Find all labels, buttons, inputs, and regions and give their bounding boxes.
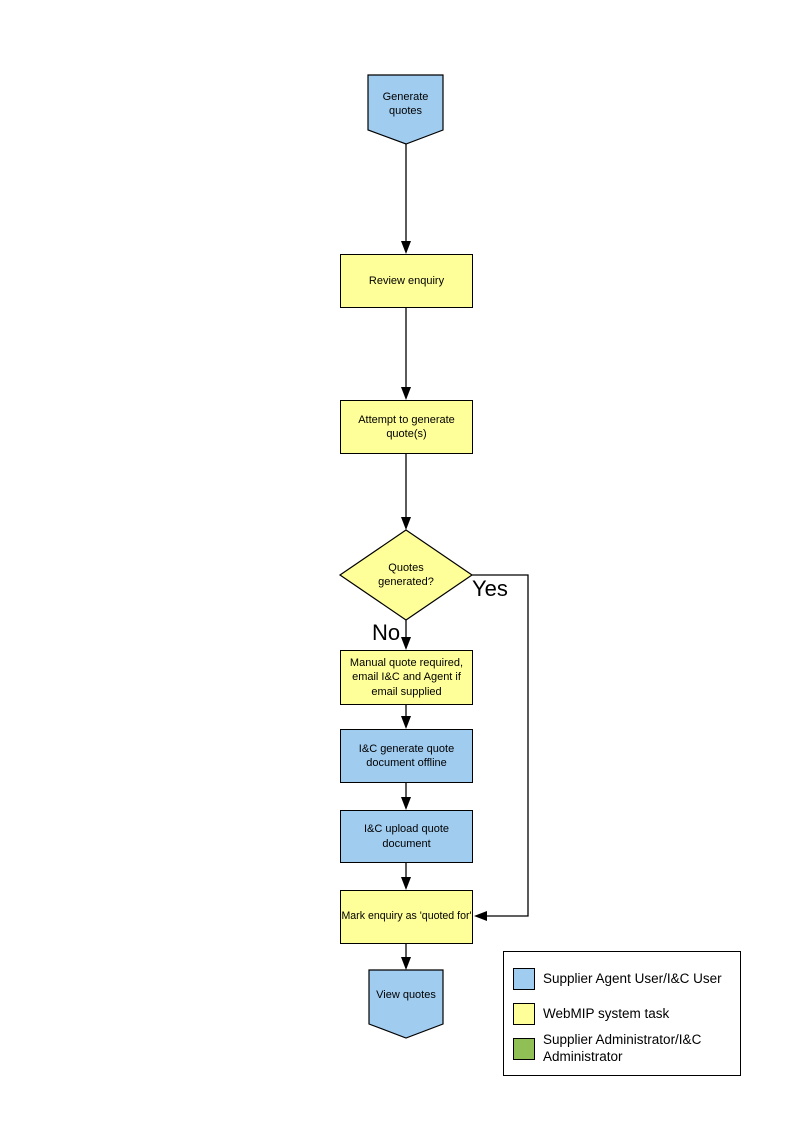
legend-item-supplier-admin: Supplier Administrator/I&C Administrator <box>513 1032 731 1066</box>
edge-yes-branch <box>472 574 529 917</box>
legend-swatch-yellow <box>513 1003 535 1025</box>
legend-swatch-green <box>513 1037 535 1060</box>
node-ic-generate-offline: I&C generate quote document offline <box>340 729 473 783</box>
node-ic-generate-offline-label: I&C generate quote document offline <box>358 742 455 769</box>
legend-label: WebMIP system task <box>543 1005 670 1021</box>
arrowhead-icon <box>401 716 411 729</box>
legend-swatch-blue <box>513 968 535 990</box>
legend-item-webmip-task: WebMIP system task <box>513 1003 731 1025</box>
legend-label: Supplier Administrator/I&C Administrator <box>543 1032 702 1064</box>
arrowhead-icon <box>401 241 411 254</box>
node-mark-quoted-label: Mark enquiry as 'quoted for' <box>341 910 472 923</box>
node-review-enquiry: Review enquiry <box>340 254 473 308</box>
node-review-enquiry-label: Review enquiry <box>368 274 445 287</box>
legend-item-supplier-agent: Supplier Agent User/I&C User <box>513 968 731 990</box>
node-quotes-generated-shape <box>338 529 474 621</box>
arrowhead-icon <box>401 877 411 890</box>
legend-box: Supplier Agent User/I&C User WebMIP syst… <box>503 951 741 1076</box>
legend-label: Supplier Agent User/I&C User <box>543 970 722 986</box>
arrowhead-icon <box>401 637 411 650</box>
node-ic-upload: I&C upload quote document <box>340 810 473 863</box>
arrowhead-icon <box>474 911 487 921</box>
arrowhead-icon <box>401 957 411 970</box>
node-attempt-generate-label: Attempt to generate quote(s) <box>358 413 455 440</box>
node-manual-quote-label: Manual quote required, email I&C and Age… <box>349 657 464 698</box>
node-manual-quote: Manual quote required, email I&C and Age… <box>340 650 473 705</box>
arrowhead-icon <box>401 797 411 810</box>
node-mark-quoted: Mark enquiry as 'quoted for' <box>340 890 473 944</box>
arrowhead-icon <box>401 517 411 530</box>
node-attempt-generate: Attempt to generate quote(s) <box>340 400 473 454</box>
node-ic-upload-label: I&C upload quote document <box>363 823 449 850</box>
node-view-quotes-shape <box>368 969 444 1039</box>
branch-label-yes: Yes <box>472 576 508 601</box>
arrowhead-icon <box>401 387 411 400</box>
branch-label-no: No <box>372 620 401 645</box>
node-generate-quotes-shape <box>367 74 444 145</box>
